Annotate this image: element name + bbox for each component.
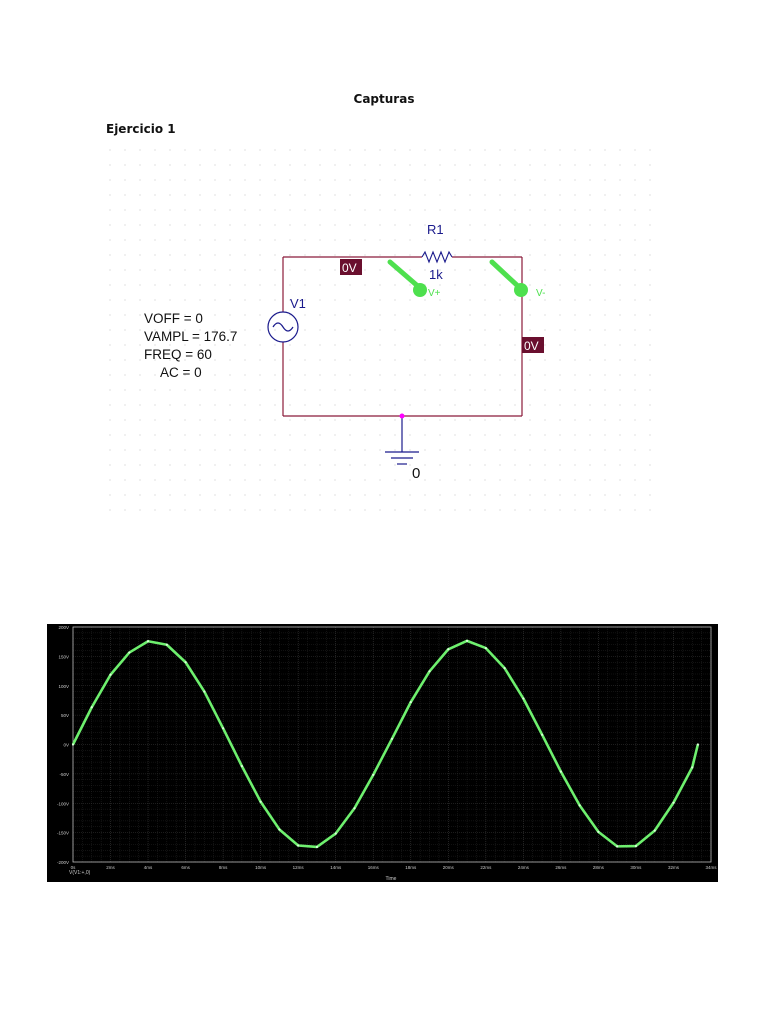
series-point [203, 690, 206, 693]
series-point [90, 706, 93, 709]
series-point [165, 643, 168, 646]
x-tick-label: 34ms [705, 865, 717, 870]
series-point [222, 727, 225, 730]
probe-positive-label: V+ [428, 288, 441, 299]
x-tick-label: 16ms [368, 865, 380, 870]
x-tick-label: 24ms [518, 865, 530, 870]
series-point [428, 670, 431, 673]
series-point [353, 807, 356, 810]
circuit-wires [282, 256, 523, 417]
series-point [696, 743, 699, 746]
ground-label: 0 [412, 465, 420, 482]
series-point [484, 646, 487, 650]
resistor-value: 1k [429, 267, 443, 282]
svg-text:0V: 0V [342, 261, 357, 275]
series-point [297, 844, 300, 847]
y-tick-label: -100V [57, 801, 69, 806]
x-tick-label: 8ms [219, 865, 228, 870]
series-point [616, 845, 619, 848]
plot-y-tick-labels: 200V 150V 100V 50V 0V -50V -100V -150V -200V [57, 625, 69, 865]
plot-series-group [71, 639, 700, 849]
series-point [691, 766, 694, 769]
circuit-schematic: 0 R1 1k V1 VOFF = 0 VAMPL = 176.7 FREQ =… [109, 149, 651, 511]
series-point [578, 804, 581, 807]
series-point [184, 661, 187, 664]
series-point [240, 765, 243, 768]
series-point [672, 801, 675, 804]
series-point [334, 832, 337, 835]
y-tick-label: -150V [57, 831, 69, 836]
series-point [541, 733, 544, 736]
plot-legend-entry: V(V1:+,0) [69, 870, 91, 876]
y-tick-label: 200V [58, 625, 69, 630]
source-param-freq: FREQ = 60 [144, 347, 212, 362]
plot-x-axis-label: Time [386, 876, 397, 882]
schematic-grid [109, 149, 651, 511]
series-point [315, 845, 319, 849]
series-point [259, 800, 262, 803]
source-param-voff: VOFF = 0 [144, 311, 203, 326]
probe-negative-label: V- [536, 288, 545, 299]
junction-node [399, 413, 405, 419]
probe-positive[interactable]: V+ [387, 259, 441, 299]
series-point [409, 701, 412, 704]
x-tick-label: 6ms [181, 865, 190, 870]
series-point [71, 743, 75, 746]
x-tick-label: 14ms [330, 865, 342, 870]
resistor-symbol [421, 250, 453, 264]
series-point [653, 829, 656, 832]
y-tick-label: -200V [57, 860, 69, 865]
voltage-marker-top: 0V [340, 259, 362, 275]
y-tick-label: 50V [61, 713, 69, 718]
x-tick-label: 18ms [405, 865, 417, 870]
series-point [146, 640, 150, 643]
series-point [522, 697, 525, 700]
svg-text:0V: 0V [524, 339, 539, 353]
voltage-marker-right: 0V [522, 337, 544, 353]
series-point [128, 651, 131, 654]
resistor-ref: R1 [427, 222, 444, 237]
section-title: Ejercicio 1 [106, 122, 176, 136]
y-tick-label: 0V [63, 743, 69, 748]
x-tick-label: 4ms [144, 865, 153, 870]
x-tick-label: 22ms [480, 865, 492, 870]
y-tick-label: 150V [58, 654, 69, 659]
source-param-ac: AC = 0 [160, 365, 202, 380]
series-point [447, 648, 450, 651]
x-tick-label: 30ms [630, 865, 642, 870]
series-point [390, 737, 394, 740]
x-tick-label: 26ms [555, 865, 567, 870]
probe-negative[interactable]: V- [489, 259, 545, 299]
source-params: VOFF = 0 VAMPL = 176.7 FREQ = 60 AC = 0 [144, 311, 237, 380]
x-tick-label: 28ms [593, 865, 605, 870]
x-tick-label: 2ms [106, 865, 115, 870]
series-point [278, 828, 281, 831]
x-tick-label: 20ms [443, 865, 455, 870]
x-tick-label: 0s [71, 865, 77, 870]
series-point [503, 667, 506, 670]
x-tick-label: 12ms [293, 865, 305, 870]
series-point [559, 770, 562, 773]
source-param-vampl: VAMPL = 176.7 [144, 329, 237, 344]
plot-x-tick-labels: 0s 2ms 4ms 6ms 8ms 10ms 12ms 14ms 16ms 18ms 20ms 22… [71, 865, 718, 870]
y-tick-label: 100V [58, 684, 69, 689]
series-point [634, 844, 638, 848]
x-tick-label: 10ms [255, 865, 267, 870]
series-point [372, 773, 375, 776]
series-point [109, 673, 112, 676]
x-tick-label: 32ms [668, 865, 680, 870]
ground-symbol [385, 451, 419, 465]
voltage-source-symbol [267, 311, 299, 343]
source-ref: V1 [290, 296, 306, 311]
document-title: Capturas [353, 92, 415, 106]
y-tick-label: -50V [59, 772, 69, 777]
series-point [465, 639, 469, 642]
series-point [597, 830, 600, 833]
